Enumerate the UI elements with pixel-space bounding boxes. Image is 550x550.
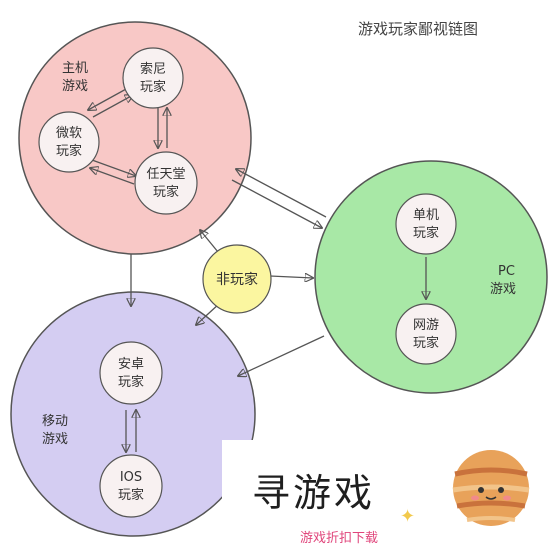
node-online-label-2: 玩家 — [413, 335, 439, 351]
node-standalone-circle — [395, 193, 457, 255]
node-sony-label-1: 索尼 — [140, 62, 166, 77]
pc-group-circle — [314, 160, 548, 394]
arrow-pc-to-console — [236, 169, 327, 218]
watermark-overlay: 寻游戏 游戏折扣下载 ✦ — [222, 440, 550, 550]
pc-group-label-2: 游戏 — [490, 282, 516, 297]
arrow-microsoft-to-nintendo — [91, 159, 136, 176]
node-non-gamer: 非玩家 — [202, 244, 272, 314]
node-android: 安卓 玩家 — [99, 341, 163, 405]
node-sony-label-2: 玩家 — [140, 79, 166, 95]
node-non-gamer-label: 非玩家 — [216, 271, 258, 288]
node-ios-label-2: 玩家 — [118, 487, 144, 503]
mobile-group-label-1: 移动 — [42, 414, 68, 429]
arrow-nongamer-to-pc — [269, 276, 313, 278]
node-online-label-1: 网游 — [413, 318, 439, 333]
mobile-group-label-2: 游戏 — [42, 432, 68, 447]
node-online-circle — [395, 303, 457, 365]
node-android-label-1: 安卓 — [118, 357, 144, 372]
arrow-sony-to-microsoft — [88, 87, 129, 110]
node-nintendo-label-1: 任天堂 — [146, 167, 185, 182]
planet-mascot-icon — [452, 450, 530, 526]
node-standalone: 单机 玩家 — [395, 193, 457, 255]
node-standalone-label-2: 玩家 — [413, 225, 439, 241]
node-sony: 索尼 玩家 — [122, 47, 184, 109]
arrow-pc-to-mobile — [238, 335, 325, 376]
node-nintendo-circle — [134, 151, 198, 215]
node-android-circle — [99, 341, 163, 405]
node-nintendo-label-2: 玩家 — [153, 184, 179, 200]
node-microsoft-label-1: 微软 — [56, 126, 82, 141]
node-microsoft: 微软 玩家 — [38, 111, 100, 173]
watermark-title: 寻游戏 — [252, 471, 376, 515]
node-microsoft-circle — [38, 111, 100, 173]
node-online: 网游 玩家 — [395, 303, 457, 365]
arrow-console-to-pc — [231, 179, 322, 228]
arrow-group — [88, 87, 426, 452]
node-sony-circle — [122, 47, 184, 109]
node-ios-label-1: IOS — [120, 470, 142, 485]
console-group-label-2: 游戏 — [62, 79, 88, 94]
arrow-nongamer-to-console — [200, 230, 219, 253]
arrow-nintendo-to-microsoft — [90, 168, 135, 185]
node-non-gamer-circle — [202, 244, 272, 314]
node-ios: IOS 玩家 — [99, 454, 163, 518]
node-microsoft-label-2: 玩家 — [56, 143, 82, 159]
star-icon: ✦ — [400, 506, 416, 527]
node-standalone-label-1: 单机 — [413, 208, 439, 223]
node-android-label-2: 玩家 — [118, 374, 144, 390]
node-nintendo: 任天堂 玩家 — [134, 151, 198, 215]
watermark-subtitle: 游戏折扣下载 — [300, 531, 379, 546]
diagram-title: 游戏玩家鄙视链图 — [358, 20, 479, 38]
arrow-microsoft-to-sony — [92, 95, 133, 118]
pc-group-label-1: PC — [498, 264, 515, 279]
arrow-nongamer-to-mobile — [196, 302, 221, 325]
node-ios-circle — [99, 454, 163, 518]
console-group-label-1: 主机 — [62, 61, 88, 76]
